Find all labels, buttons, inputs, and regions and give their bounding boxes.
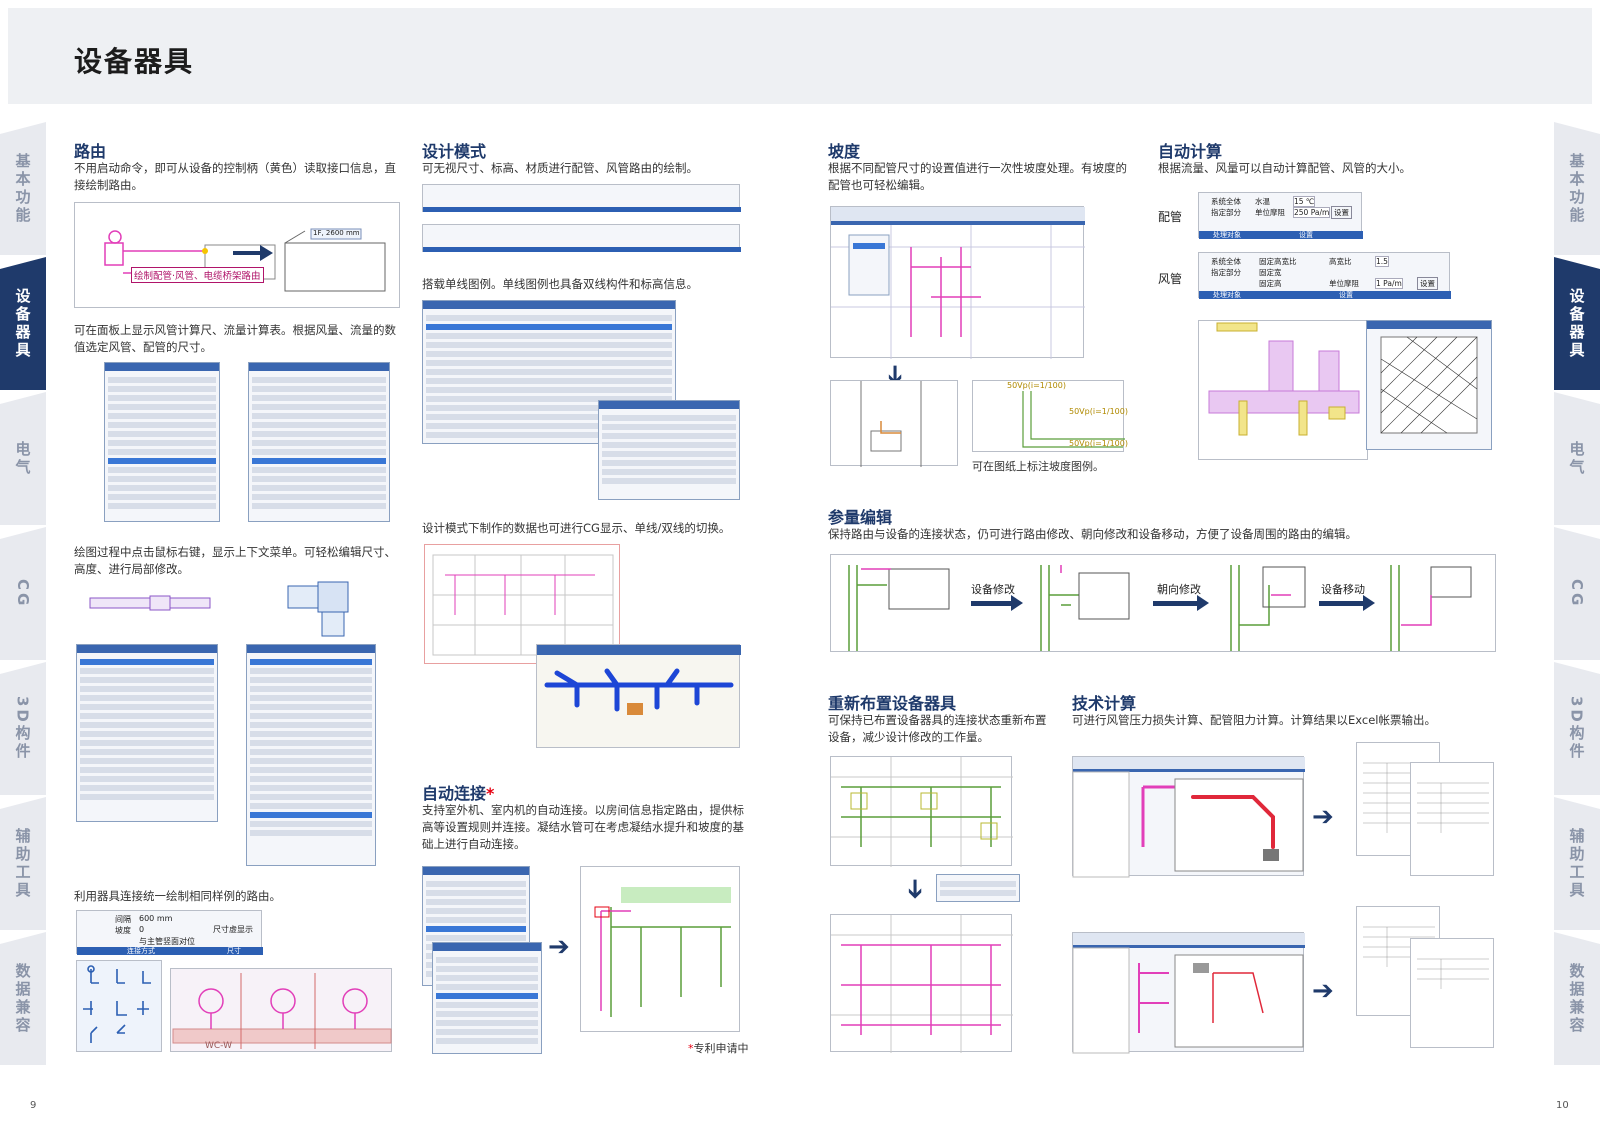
page-number-right: 10 [1556, 1100, 1569, 1111]
autoconnect-plan [580, 866, 740, 1032]
autoconnect-desc: 支持室外机、室内机的自动连接。以房间信息指定路由，提供标高等设置规则并连接。凝结… [422, 803, 744, 851]
routing-figure-dim: 1F, 2600 mm [313, 229, 360, 237]
routing-figure-label: 绘制配管·风管、电缆桥架路由 [131, 267, 264, 283]
page-title: 设备器具 [74, 45, 195, 78]
fixture-ribbon: 间隔 600 mm 坡度 0 与主管竖面对位 尺寸虚显示 连接方式 尺寸 [76, 910, 263, 955]
param-edit-figure: 设备修改 朝向修改 设备移动 [830, 554, 1496, 652]
section-title-design: 设计模式 [422, 142, 487, 161]
tab-tools[interactable]: 辅助工具 [0, 797, 46, 930]
section-title-relayout: 重新布置设备器具 [828, 694, 957, 713]
slope-desc: 根据不同配管尺寸的设置值进行一次性坡度处理。有坡度的配管也可轻松编辑。 [828, 161, 1127, 192]
duct-calc-panel: 系统全体 指定部分 固定高宽比 固定宽 固定高 高宽比 1.5 单位摩阻 1 P… [1198, 252, 1451, 299]
fixture-icon-palette [76, 960, 162, 1052]
relayout-before [830, 756, 1013, 867]
design-3d-view [536, 644, 741, 748]
legend-detail-window [598, 400, 740, 500]
section-title-slope: 坡度 [828, 142, 861, 161]
page-number-left: 9 [30, 1100, 37, 1111]
legend-window [422, 300, 676, 444]
param-step-1: 设备修改 [971, 583, 1015, 596]
tab-3d[interactable]: 3D构件 [1554, 662, 1600, 795]
slope-legend-figure: 50Vp(i=1/100) 50Vp(i=1/100) 50Vp(i=1/100… [972, 380, 1128, 452]
excel-report-4 [1410, 938, 1494, 1048]
patent-note: *专利申请中 [688, 1042, 749, 1055]
routing-panel-text: 可在面板上显示风管计算尺、流量计算表。根据风量、流量的数值选定风管、配管的尺寸。 [74, 323, 396, 354]
tab-basic[interactable]: 基本功能 [1554, 122, 1600, 255]
side-tabs-right: 基本功能 设备器具 电气 CG 3D构件 辅助工具 数据兼容 [1554, 122, 1600, 1067]
techcalc-desc: 可进行风管压力损失计算、配管阻力计算。计算结果以Excel帐票输出。 [1072, 713, 1436, 727]
design-legend-text: 搭载单线图例。单线图例也具备双线构件和标高信息。 [422, 277, 698, 291]
tab-basic[interactable]: 基本功能 [0, 122, 46, 255]
design-switch-text: 设计模式下制作的数据也可进行CG显示、单线/双线的切换。 [422, 521, 731, 535]
duct-calc-set-button[interactable]: 设置 [1417, 277, 1438, 290]
tab-cg[interactable]: CG [1554, 527, 1600, 660]
section-title-autocalc: 自动计算 [1158, 142, 1223, 161]
tab-equipment[interactable]: 设备器具 [0, 257, 46, 390]
context-menu-window-2 [246, 644, 376, 866]
tab-data[interactable]: 数据兼容 [0, 932, 46, 1065]
techcalc-pipe-window [1072, 932, 1305, 1054]
slope-cad-window [830, 206, 1085, 359]
design-ribbon-1 [422, 184, 741, 212]
autocalc-pipe-label: 配管 [1158, 210, 1183, 224]
techcalc-duct-window [1072, 756, 1305, 878]
excel-report-2 [1410, 762, 1494, 876]
autocalc-duct-label: 风管 [1158, 272, 1183, 286]
tab-cg[interactable]: CG [0, 527, 46, 660]
tab-3d[interactable]: 3D构件 [0, 662, 46, 795]
techcalc-arrow-2: ➔ [1312, 976, 1334, 1006]
slope-caption: 可在图纸上标注坡度图例。 [972, 460, 1104, 473]
techcalc-arrow-1: ➔ [1312, 802, 1334, 832]
section-title-techcalc: 技术计算 [1072, 694, 1137, 713]
design-ribbon-2 [422, 224, 741, 252]
side-tabs-left: 基本功能 设备器具 电气 CG 3D构件 辅助工具 数据兼容 [0, 122, 46, 1067]
tab-data[interactable]: 数据兼容 [1554, 932, 1600, 1065]
context-pipe-figure [88, 580, 388, 640]
param-desc: 保持路由与设备的连接状态，仍可进行路由修改、朝向修改和设备移动，方便了设备周围的… [828, 527, 1357, 541]
tab-tools[interactable]: 辅助工具 [1554, 797, 1600, 930]
routing-fixture-text: 利用器具连接统一绘制相同样例的路由。 [74, 889, 281, 903]
duct-calc-window [104, 362, 220, 522]
pipe-calc-panel: 系统全体 指定部分 水温 15 ℃ 单位摩阻 250 Pa/m 设置 处理对象 … [1198, 192, 1363, 239]
relayout-after [830, 914, 1013, 1053]
relayout-desc: 可保持已布置设备器具的连接状态重新布置设备，减少设计修改的工作量。 [828, 713, 1047, 744]
flow-calc-window [248, 362, 390, 522]
routing-context-text: 绘图过程中点击鼠标右键，显示上下文菜单。可轻松编辑尺寸、高度、进行局部修改。 [74, 545, 396, 576]
page-header [8, 8, 1592, 104]
tab-electric[interactable]: 电气 [0, 392, 46, 525]
relayout-arrow: ➔ [899, 878, 930, 900]
routing-figure: 绘制配管·风管、电缆桥架路由 1F, 2600 mm [74, 202, 400, 308]
fixture-plan-figure: WC-W [170, 968, 392, 1052]
routing-desc: 不用启动命令，即可从设备的控制柄（黄色）读取接口信息，直接绘制路由。 [74, 161, 396, 192]
param-step-3: 设备移动 [1321, 583, 1365, 596]
tab-equipment[interactable]: 设备器具 [1554, 257, 1600, 390]
relayout-ribbon [936, 874, 1020, 902]
tab-electric[interactable]: 电气 [1554, 392, 1600, 525]
slope-section-figure [830, 380, 958, 467]
section-title-param: 参量编辑 [828, 508, 893, 527]
fixture-pipe-tag: WC-W [205, 1041, 232, 1051]
autoconnect-window-2 [432, 942, 542, 1054]
param-step-2: 朝向修改 [1157, 583, 1201, 596]
context-menu-window-1 [76, 644, 218, 822]
pipe-calc-set-button[interactable]: 设置 [1331, 206, 1352, 219]
design-desc: 可无视尺寸、标高、材质进行配管、风管路由的绘制。 [422, 161, 698, 175]
autocalc-desc: 根据流量、风量可以自动计算配管、风管的大小。 [1158, 161, 1411, 175]
section-title-routing: 路由 [74, 142, 107, 161]
friction-chart-window [1366, 320, 1492, 450]
autoconnect-arrow: ➔ [548, 932, 570, 962]
section-title-autoconnect: 自动连接* [422, 784, 495, 803]
autocalc-duct-plan [1198, 320, 1368, 460]
